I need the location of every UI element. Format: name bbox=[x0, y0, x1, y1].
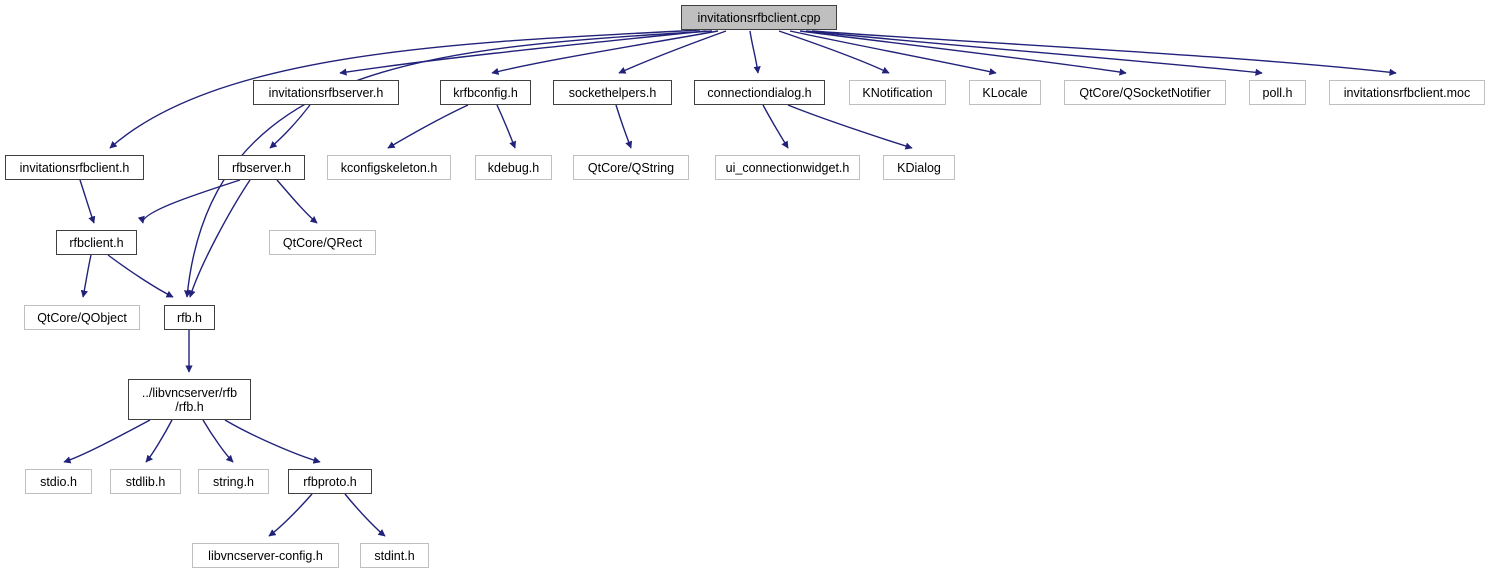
graph-node-label: KNotification bbox=[862, 85, 933, 100]
graph-node-rfbh[interactable]: rfb.h bbox=[164, 305, 215, 330]
graph-node-label: stdio.h bbox=[40, 474, 77, 489]
graph-node-label: QtCore/QSocketNotifier bbox=[1079, 85, 1211, 100]
graph-node-invcli[interactable]: invitationsrfbclient.h bbox=[5, 155, 144, 180]
graph-node-invsrv[interactable]: invitationsrfbserver.h bbox=[253, 80, 399, 105]
edge-root-to-moc bbox=[811, 30, 1397, 76]
graph-node-label: invitationsrfbclient.cpp bbox=[697, 10, 821, 25]
graph-node-label: kdebug.h bbox=[487, 160, 540, 175]
edge-krfbconfig-to-kconfigskel bbox=[387, 104, 469, 149]
graph-node-stdlib[interactable]: stdlib.h bbox=[110, 469, 181, 494]
graph-node-klocale[interactable]: KLocale bbox=[969, 80, 1041, 105]
graph-node-label: poll.h bbox=[1262, 85, 1293, 100]
graph-node-label: stdint.h bbox=[374, 548, 415, 563]
edge-root-to-poll bbox=[805, 30, 1263, 76]
edge-rfbclient-to-qobject bbox=[80, 254, 92, 298]
edge-rfbclient-to-rfbh bbox=[107, 254, 174, 298]
edge-rfbserver-to-qrect bbox=[276, 179, 318, 224]
graph-node-label: rfb.h bbox=[176, 310, 202, 325]
graph-node-label: string.h bbox=[213, 474, 254, 489]
graph-node-kdebug[interactable]: kdebug.h bbox=[475, 155, 552, 180]
graph-node-kdialog[interactable]: KDialog bbox=[883, 155, 955, 180]
graph-node-label: kconfigskeleton.h bbox=[340, 160, 438, 175]
graph-node-string[interactable]: string.h bbox=[198, 469, 269, 494]
graph-node-label: invitationsrfbclient.moc bbox=[1343, 85, 1471, 100]
graph-node-label: QtCore/QString bbox=[587, 160, 675, 175]
edge-invcli-to-rfbclient bbox=[79, 179, 96, 224]
edge-libvnc-to-string bbox=[202, 419, 234, 463]
graph-node-sockethelp[interactable]: sockethelpers.h bbox=[553, 80, 672, 105]
edge-conndlg-to-uiconnwidget bbox=[762, 104, 789, 149]
edge-libvnc-to-stdio bbox=[63, 419, 151, 464]
edge-krfbconfig-to-kdebug bbox=[496, 104, 517, 149]
edge-conndlg-to-kdialog bbox=[787, 104, 913, 150]
graph-node-kconfigskel[interactable]: kconfigskeleton.h bbox=[327, 155, 451, 180]
graph-node-label: ../libvncserver/rfb /rfb.h bbox=[141, 385, 238, 414]
graph-node-label: krfbconfig.h bbox=[453, 85, 518, 100]
graph-node-moc[interactable]: invitationsrfbclient.moc bbox=[1329, 80, 1485, 105]
graph-node-knotif[interactable]: KNotification bbox=[849, 80, 946, 105]
edge-root-to-invsrv bbox=[339, 30, 707, 76]
edge-root-to-invcli bbox=[109, 29, 701, 149]
graph-node-label: invitationsrfbserver.h bbox=[268, 85, 384, 100]
graph-node-label: rfbserver.h bbox=[231, 160, 292, 175]
graph-node-libvnc[interactable]: ../libvncserver/rfb /rfb.h bbox=[128, 379, 251, 420]
graph-node-root[interactable]: invitationsrfbclient.cpp bbox=[681, 5, 837, 30]
graph-node-qsocknot[interactable]: QtCore/QSocketNotifier bbox=[1064, 80, 1226, 105]
edge-invsrv-to-rfbserver bbox=[269, 104, 311, 149]
graph-node-uiconnwidget[interactable]: ui_connectionwidget.h bbox=[715, 155, 860, 180]
graph-node-stdio[interactable]: stdio.h bbox=[25, 469, 92, 494]
graph-node-label: invitationsrfbclient.h bbox=[19, 160, 130, 175]
graph-node-stdint[interactable]: stdint.h bbox=[360, 543, 429, 568]
edge-rfbserver-to-rfbh bbox=[188, 179, 251, 298]
edge-root-to-knotif bbox=[778, 30, 890, 74]
graph-node-rfbserver[interactable]: rfbserver.h bbox=[218, 155, 305, 180]
edge-rfbproto-to-vncconfig bbox=[268, 493, 313, 537]
graph-node-rfbproto[interactable]: rfbproto.h bbox=[288, 469, 372, 494]
graph-node-qrect[interactable]: QtCore/QRect bbox=[269, 230, 376, 255]
graph-node-rfbclient[interactable]: rfbclient.h bbox=[56, 230, 137, 255]
edge-root-to-conndlg bbox=[749, 30, 761, 74]
edge-root-to-qsocknot bbox=[799, 30, 1127, 76]
graph-node-label: rfbproto.h bbox=[303, 474, 357, 489]
edge-rfbserver-to-rfbclient bbox=[137, 179, 241, 224]
graph-node-label: rfbclient.h bbox=[69, 235, 124, 250]
graph-node-label: stdlib.h bbox=[125, 474, 166, 489]
graph-node-vncconfig[interactable]: libvncserver-config.h bbox=[192, 543, 339, 568]
graph-node-label: ui_connectionwidget.h bbox=[725, 160, 850, 175]
graph-node-label: sockethelpers.h bbox=[568, 85, 657, 100]
graph-node-label: KDialog bbox=[897, 160, 941, 175]
edge-group bbox=[63, 29, 1397, 537]
graph-node-qstring[interactable]: QtCore/QString bbox=[573, 155, 689, 180]
edge-root-to-klocale bbox=[789, 30, 997, 76]
edge-root-to-sockethelp bbox=[618, 30, 727, 74]
graph-node-label: QtCore/QObject bbox=[37, 310, 127, 325]
graph-node-qobject[interactable]: QtCore/QObject bbox=[24, 305, 140, 330]
edge-rfbproto-to-stdint bbox=[344, 493, 386, 537]
graph-node-label: KLocale bbox=[982, 85, 1028, 100]
edge-sockethelp-to-qstring bbox=[615, 104, 633, 149]
edge-libvnc-to-rfbproto bbox=[224, 419, 321, 464]
edge-root-to-krfbconfig bbox=[491, 30, 719, 75]
graph-node-label: libvncserver-config.h bbox=[208, 548, 323, 563]
graph-node-label: connectiondialog.h bbox=[707, 85, 812, 100]
graph-node-label: QtCore/QRect bbox=[282, 235, 363, 250]
graph-node-poll[interactable]: poll.h bbox=[1249, 80, 1306, 105]
graph-node-krfbconfig[interactable]: krfbconfig.h bbox=[440, 80, 531, 105]
graph-node-conndlg[interactable]: connectiondialog.h bbox=[694, 80, 825, 105]
edge-libvnc-to-stdlib bbox=[145, 419, 173, 463]
